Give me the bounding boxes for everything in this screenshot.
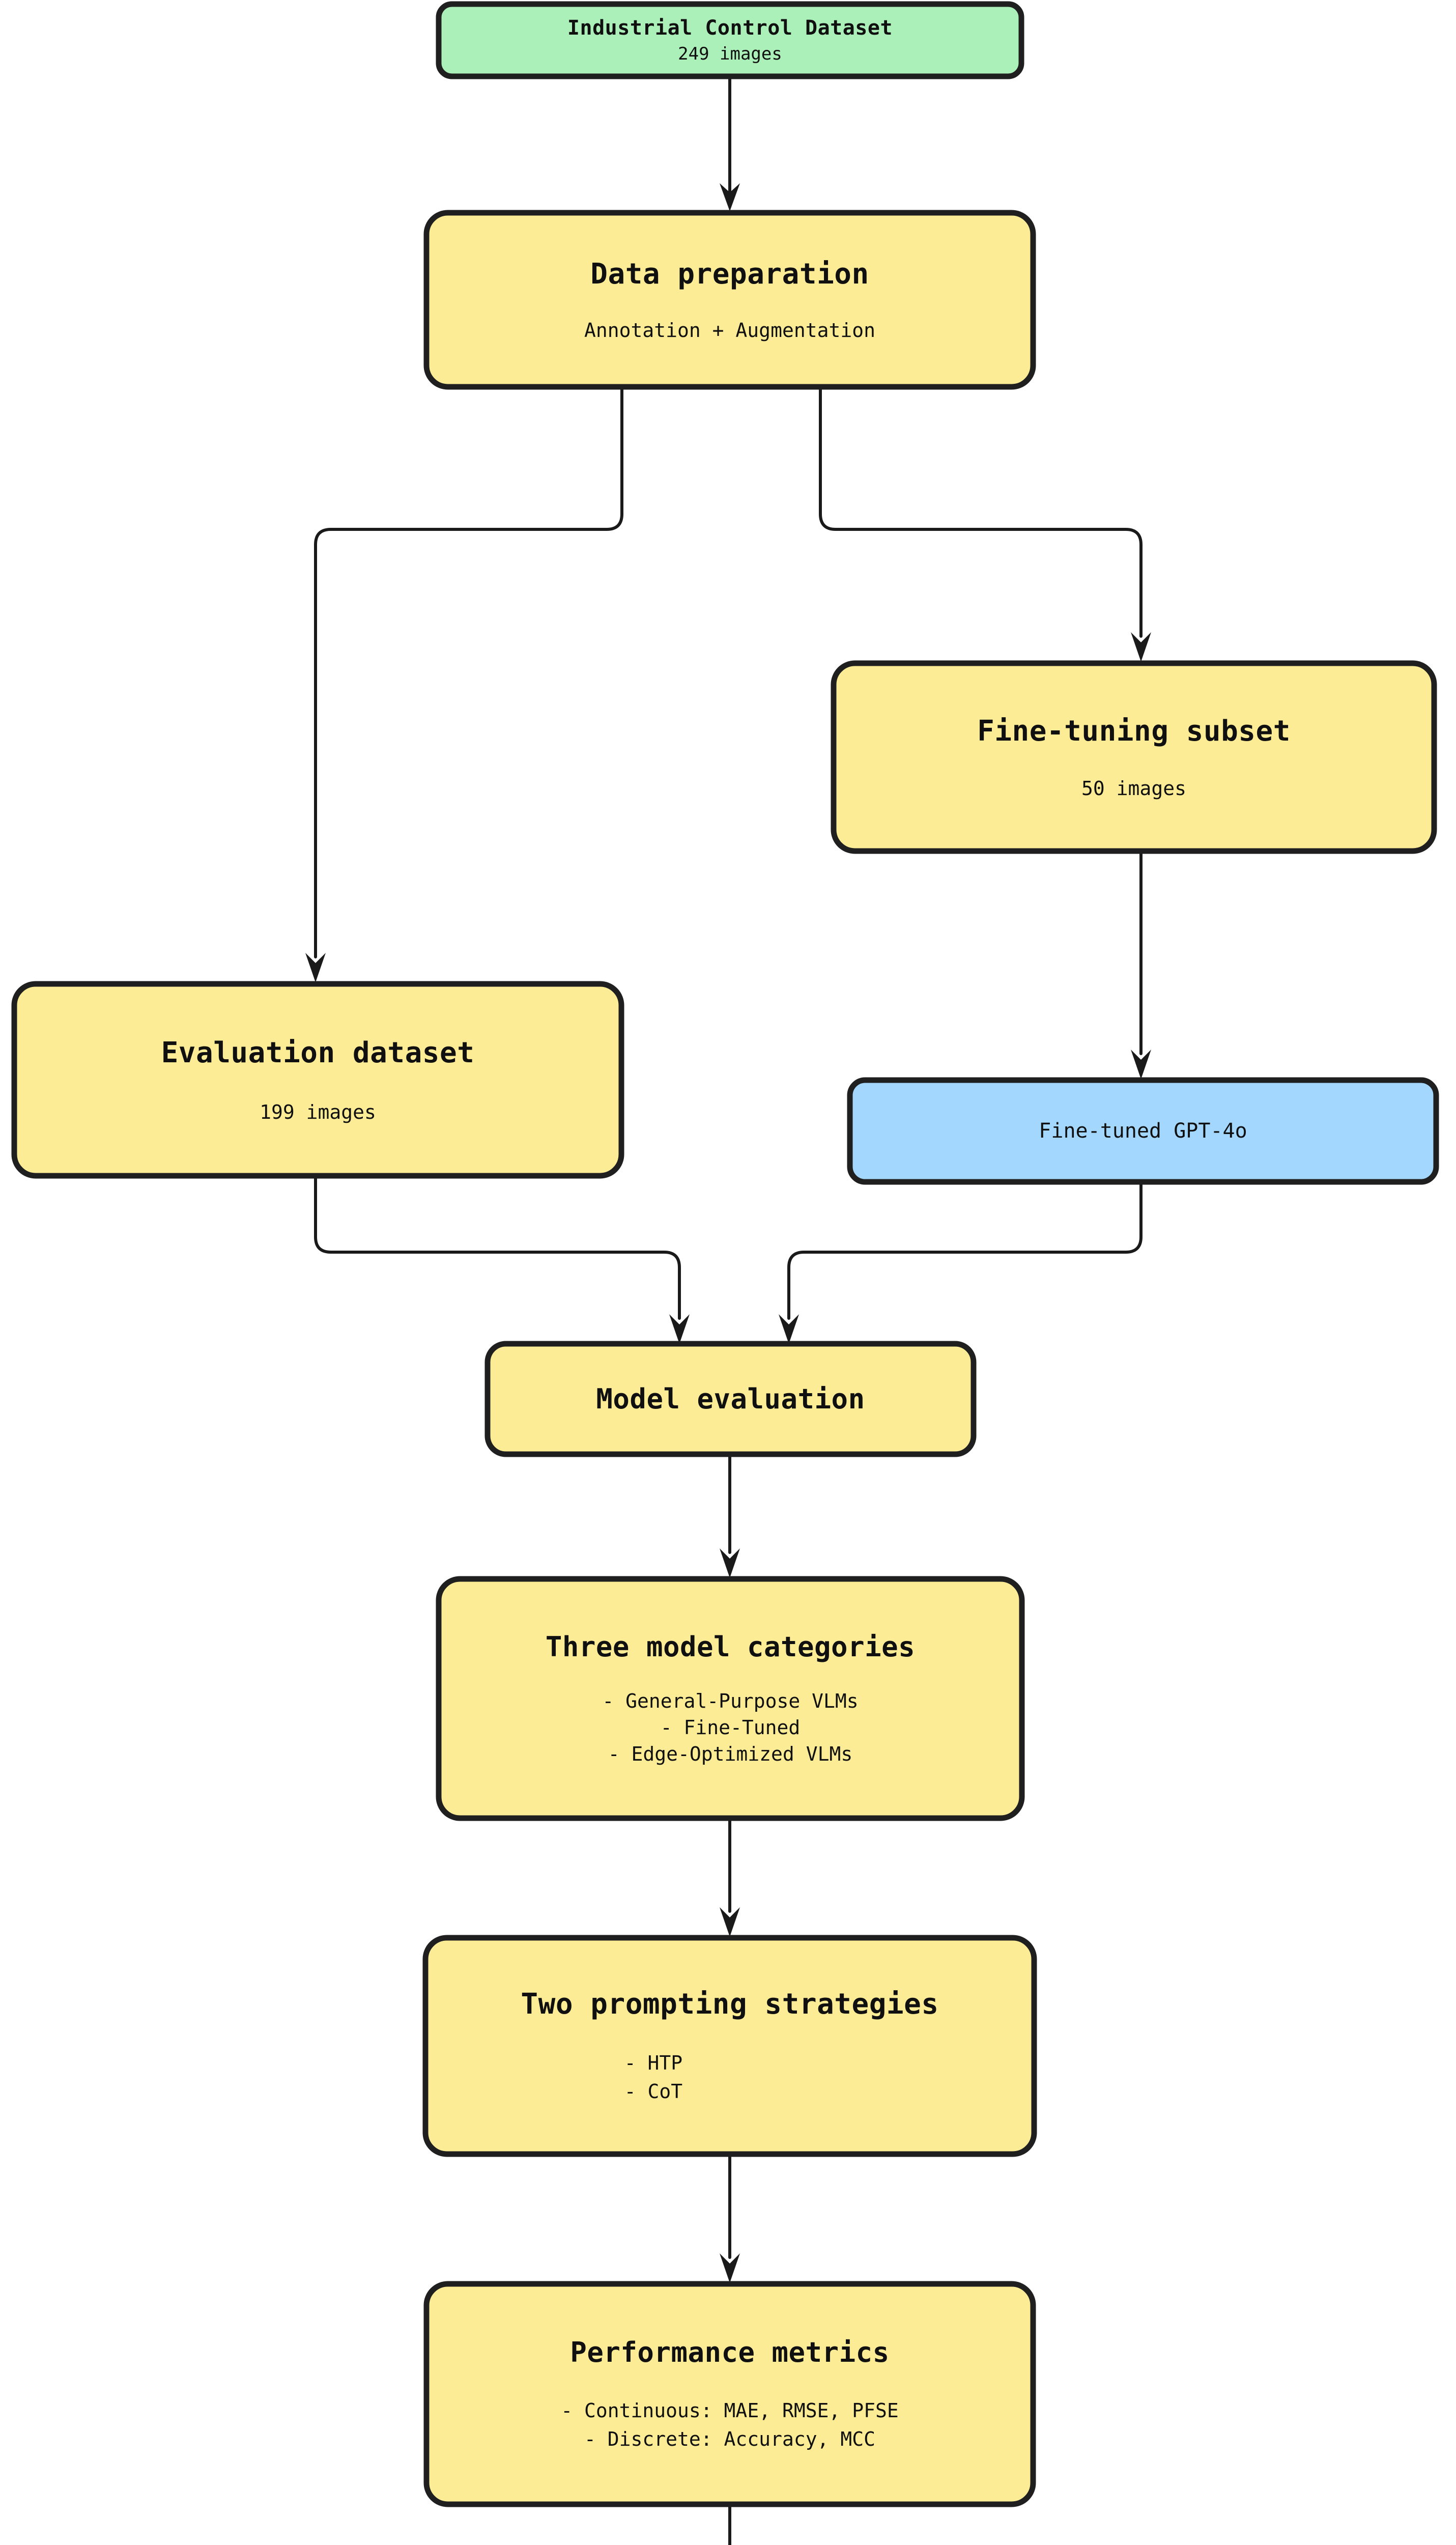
node-gpt4o-shape[interactable]: [847, 1077, 1439, 1185]
node-eval-dataset-shape[interactable]: [11, 981, 624, 1179]
arrowhead-finetune-subset: [1131, 632, 1151, 662]
edge-eval-dataset-to-model-eval: [314, 1174, 681, 1320]
node-prompting-shape[interactable]: [422, 1935, 1037, 2157]
node-dataset-shape[interactable]: [436, 1, 1024, 79]
arrowhead-model-eval-left: [669, 1314, 690, 1344]
node-data-prep-shape[interactable]: [423, 210, 1036, 390]
node-metrics-shape[interactable]: [423, 2281, 1036, 2507]
edge-layer: [305, 75, 1151, 2545]
edge-gpt4o-to-model-eval: [787, 1180, 1143, 1320]
edge-data-prep-to-eval-dataset: [314, 385, 623, 958]
arrowhead-eval-dataset: [305, 953, 326, 982]
edge-data-prep-to-finetune-subset: [819, 385, 1143, 638]
node-model-categories-shape[interactable]: [436, 1576, 1025, 1821]
arrowhead-gpt4o: [1131, 1050, 1151, 1079]
node-layer: [11, 1, 1439, 2507]
arrowhead-categories: [720, 1548, 740, 1578]
arrowhead-data-prep: [720, 183, 740, 211]
arrowhead-prompting: [720, 1907, 740, 1937]
arrowhead-metrics: [720, 2253, 740, 2283]
node-finetune-subset-shape[interactable]: [831, 660, 1437, 854]
arrowhead-model-eval-right: [779, 1314, 799, 1344]
node-model-eval-shape[interactable]: [484, 1341, 977, 1457]
